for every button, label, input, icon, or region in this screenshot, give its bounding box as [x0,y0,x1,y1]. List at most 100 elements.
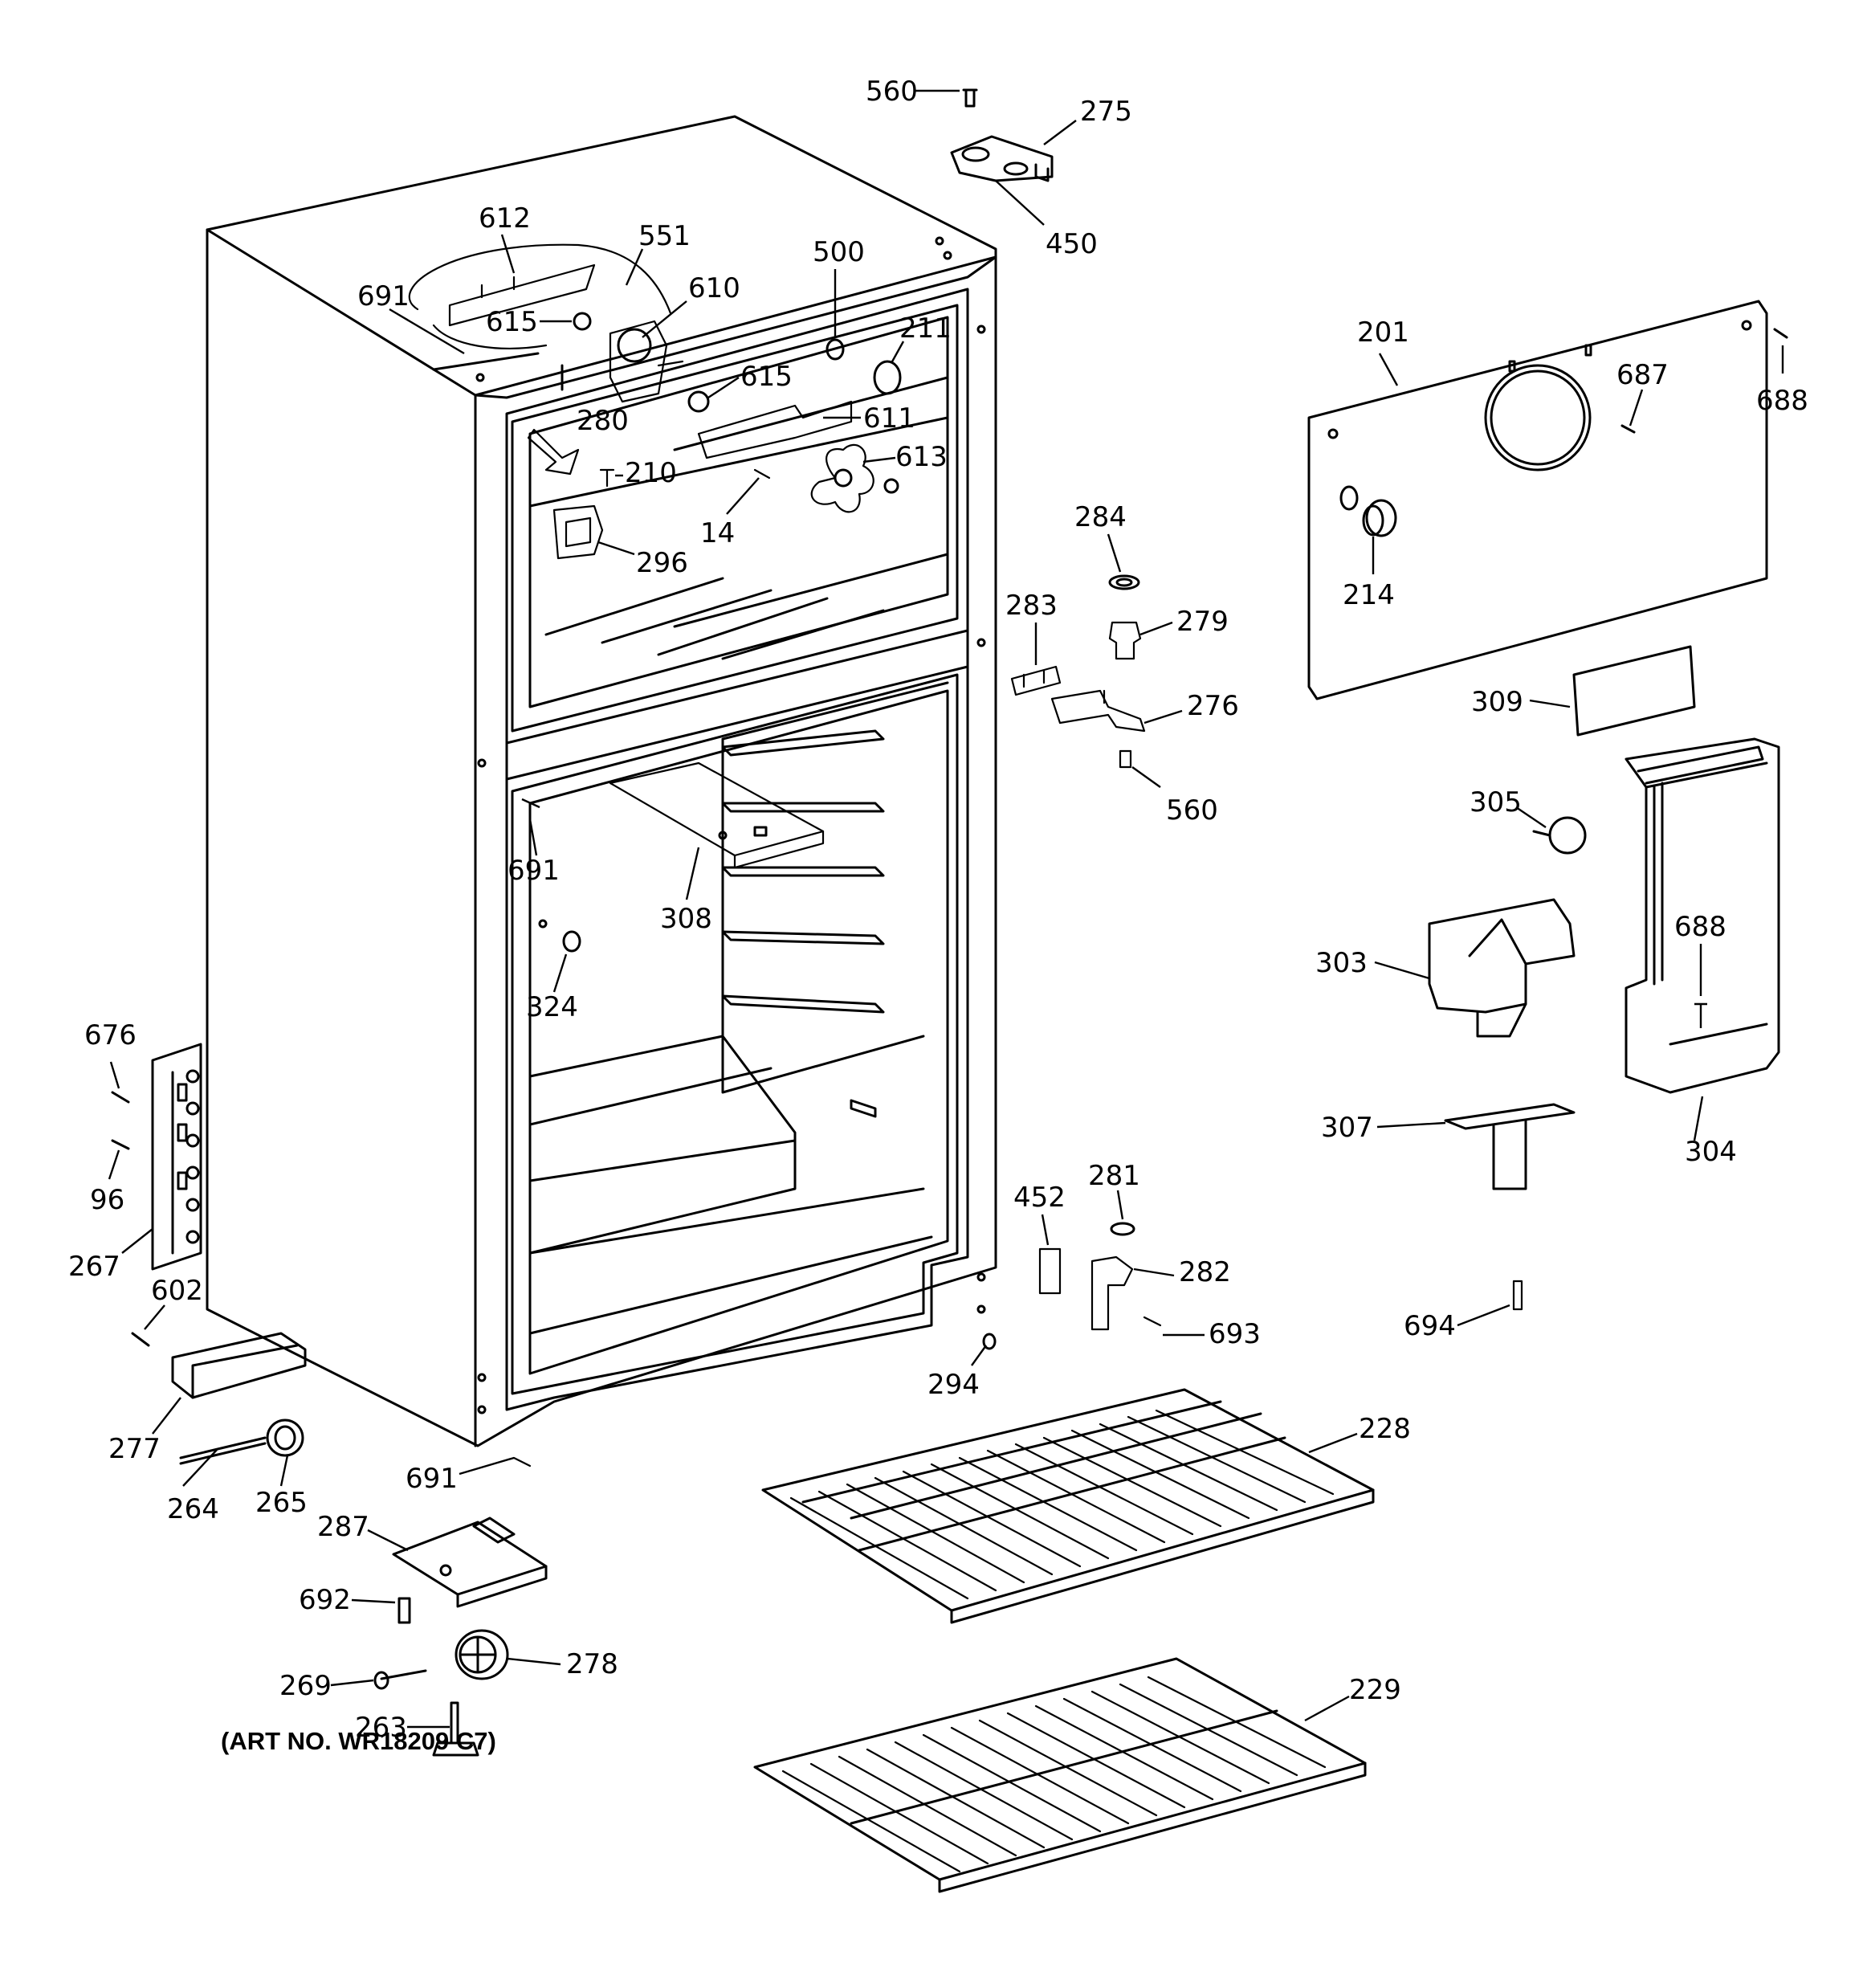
art-number: (ART NO. WR18209 C7) [221,1727,496,1755]
callout-label: 281 [1088,1160,1140,1192]
callout-label: 309 [1471,686,1523,718]
callout-label: 611 [863,402,915,435]
callout-610: 610 [642,272,740,338]
callout-label: 96 [90,1184,124,1216]
callout-602: 602 [144,1275,203,1330]
cabinet [206,115,997,1447]
callout-label: 275 [1080,96,1132,128]
wire-shelf-228 [761,1388,1375,1624]
callout-label: 303 [1315,947,1368,979]
callout-label: 280 [577,405,629,437]
callout-308: 308 [660,847,712,935]
callout-287: 287 [317,1511,409,1552]
callout-560-top: 560 [866,76,960,108]
leveler-bracket [392,1517,548,1608]
callout-304: 304 [1685,1096,1737,1168]
callout-676: 676 [84,1019,137,1089]
callout-label: 691 [406,1463,458,1495]
callout-label: 210 [625,457,677,489]
callout-309: 309 [1471,686,1571,718]
wire-shelf-229-grid [781,1676,1327,1873]
callout-228: 228 [1308,1413,1411,1454]
callout-label: 693 [1209,1318,1261,1350]
callout-label: 211 [899,312,952,345]
part-324 [538,919,581,953]
callout-551: 551 [625,220,691,286]
callout-label: 615 [740,361,793,393]
callout-264: 264 [167,1449,219,1525]
callout-452: 452 [1013,1182,1066,1246]
callout-691-mid: 691 [508,798,560,887]
callout-500: 500 [813,236,865,337]
callout-303: 303 [1315,947,1430,980]
callout-label: 287 [317,1511,369,1543]
callout-269: 269 [279,1670,374,1702]
left-side-bracket [111,1043,202,1271]
screw-691-bottom [512,1456,532,1468]
callout-label: 560 [866,76,918,108]
callout-688-top: 688 [1756,345,1808,417]
callout-label: 688 [1674,911,1726,943]
callout-450: 450 [995,180,1098,260]
callout-294: 294 [927,1345,987,1401]
lower-hinge [982,1222,1162,1350]
callout-label: 276 [1187,690,1239,722]
callout-612: 612 [479,202,531,274]
callout-label: 613 [895,441,948,473]
callout-201: 201 [1357,316,1409,386]
callout-label: 267 [68,1251,120,1283]
callout-296: 296 [597,541,688,579]
callout-label: 452 [1013,1182,1066,1214]
callout-275: 275 [1043,96,1132,145]
callout-label: 500 [813,236,865,268]
callout-label: 265 [255,1487,308,1519]
callout-283: 283 [1005,590,1058,665]
wire-shelf-228-grid [789,1409,1335,1600]
callout-280: 280 [577,405,629,437]
callout-label: 279 [1176,606,1229,638]
callout-label: 691 [357,280,410,312]
callout-229: 229 [1304,1674,1401,1722]
callout-label: 610 [688,272,740,304]
callout-label: 324 [526,991,578,1023]
callout-267: 267 [68,1228,153,1283]
callout-611: 611 [823,402,915,435]
callout-label: 296 [636,547,688,579]
callout-214: 214 [1343,537,1395,611]
callout-label: 282 [1179,1256,1231,1288]
callout-307: 307 [1321,1112,1446,1144]
callout-692: 692 [299,1584,396,1616]
callout-693: 693 [1163,1318,1261,1350]
freezer-internal-components [408,243,902,560]
callout-label: 305 [1470,786,1522,818]
label-309 [1572,645,1696,737]
part-307 [1444,1103,1576,1190]
screw-694 [1512,1280,1523,1311]
callout-691-top: 691 [357,280,465,355]
callout-305: 305 [1470,786,1547,828]
callout-label: 264 [167,1493,219,1525]
callout-label: 304 [1685,1136,1737,1168]
callout-label: 283 [1005,590,1058,622]
callout-label: 201 [1357,316,1409,349]
wire-shelf-229 [753,1657,1367,1893]
callout-691-bottom: 691 [406,1456,515,1495]
callout-694: 694 [1404,1304,1510,1342]
part-303 [1428,898,1576,1038]
control-housing [1532,737,1780,1094]
callout-279: 279 [1139,606,1229,638]
callout-613: 613 [862,441,948,473]
evaporator-cover [1307,300,1788,700]
callout-276: 276 [1143,690,1239,725]
callout-324: 324 [526,953,578,1023]
lower-front-bracket [131,1332,307,1399]
leveler-parts [373,1597,509,1757]
callout-label: 688 [1756,385,1808,417]
callout-284: 284 [1074,501,1127,573]
callout-label: 229 [1349,1674,1401,1706]
callout-label: 263 [355,1712,407,1744]
callout-label: 692 [299,1584,351,1616]
callout-282: 282 [1133,1256,1231,1288]
callout-210: 210 [615,457,677,489]
callout-14: 14 [700,477,760,549]
